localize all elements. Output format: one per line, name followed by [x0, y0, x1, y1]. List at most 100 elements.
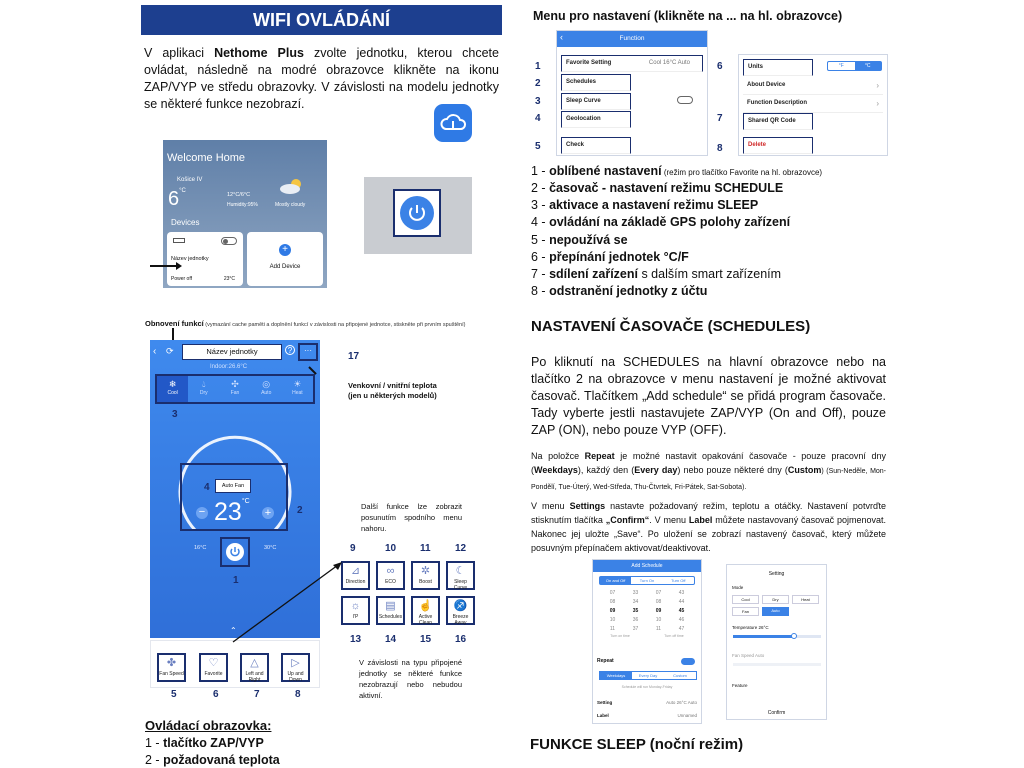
sleep-heading: FUNKCE SLEEP (noční režim): [530, 736, 744, 753]
settings-row-units-label: Units: [748, 64, 763, 70]
callout-15: 15: [420, 634, 432, 645]
settings-row-units[interactable]: Units: [743, 59, 813, 76]
tile-eco[interactable]: ∞ECO: [376, 561, 405, 590]
fan-mode-label[interactable]: Auto Fan: [221, 483, 245, 489]
tile-fan-speed[interactable]: ✤Fan Speed: [157, 653, 186, 682]
units-toggle[interactable]: °F °C: [827, 61, 882, 71]
refresh-note-rest: (vymazání cache paměti a doplnění funkcí…: [203, 322, 466, 328]
direction-icon: ⊿: [350, 565, 361, 577]
tile-boost-label: Boost: [419, 579, 432, 585]
tile-sleep-curve[interactable]: ☾Sleep Curve: [446, 561, 475, 591]
temp-control-box: Auto Fan − 23°C +: [180, 463, 288, 531]
mode-dry[interactable]: 💧︎Dry: [188, 376, 219, 402]
mode-auto[interactable]: ◎Auto: [251, 376, 282, 402]
list-item-4-bold: ovládání na základě GPS polohy zařízení: [549, 215, 791, 229]
repeat-toggle[interactable]: [681, 658, 695, 665]
list-item-8: 8 - odstranění jednotky z účtu: [531, 284, 707, 298]
sched-p2-e: ) (Sun-Neděle, Mon-Pondělí, Tue-Úterý, W…: [531, 468, 887, 491]
power-icon[interactable]: [226, 543, 244, 561]
callout-11: 11: [420, 543, 431, 554]
repeat-every-day[interactable]: Every Day: [638, 673, 658, 678]
refresh-icon[interactable]: ⟳: [166, 346, 174, 356]
sched-p3-d: můžete nastavovaný časovač pojmenovat. N…: [531, 515, 886, 553]
more-icon[interactable]: ···: [304, 346, 312, 355]
settings-row-qr[interactable]: Shared QR Code: [743, 113, 813, 130]
set-temp: 23°C: [214, 498, 250, 527]
list-item-1: 1 - oblíbené nastavení (režim pro tlačít…: [531, 164, 822, 178]
temperature-slider[interactable]: [733, 633, 821, 639]
tile-schedules[interactable]: ▤Schedules: [376, 596, 405, 625]
setting-mode-fan[interactable]: Fan: [732, 607, 759, 616]
tile-favorite[interactable]: ♡Favorite: [199, 653, 228, 682]
units-f[interactable]: °F: [838, 63, 844, 69]
repeat-weekdays[interactable]: Weekdays: [600, 672, 632, 679]
temperature-slider-thumb[interactable]: [791, 633, 797, 639]
more-menu-box[interactable]: ···: [298, 343, 318, 361]
tile-up-down[interactable]: ▷Up and Down: [281, 653, 310, 683]
sleep-toggle[interactable]: [677, 96, 693, 104]
setting-mode-auto[interactable]: Auto: [762, 607, 789, 616]
fan-speed-slider[interactable]: [733, 663, 821, 666]
tab-turn-off[interactable]: Turn Off: [671, 578, 686, 583]
mode-fan[interactable]: ✣Fan: [219, 376, 250, 402]
intro-text-1: V aplikaci: [144, 46, 215, 60]
auto-icon: ◎: [262, 379, 271, 389]
repeat-custom[interactable]: Custom: [673, 673, 687, 678]
feature-label: Feature: [732, 683, 748, 688]
tile-direction[interactable]: ⊿Direction: [341, 561, 370, 590]
function-row-check[interactable]: Check: [561, 137, 631, 154]
list-item-7-bold: sdílení zařízení: [549, 267, 638, 281]
max-temp: 30°C: [264, 545, 277, 551]
device-card[interactable]: Název jednotky Power off 23°C: [167, 232, 243, 286]
tile-boost[interactable]: ✲Boost: [411, 561, 440, 590]
list-item-8-bold: odstranění jednotky z účtu: [549, 284, 708, 298]
function-row-sleep[interactable]: Sleep Curve: [561, 93, 631, 110]
min-temp: 16°C: [194, 545, 207, 551]
add-device-card[interactable]: + Add Device: [247, 232, 323, 286]
back-icon[interactable]: ‹: [153, 346, 157, 357]
turn-on-time-label: Turn on time: [610, 634, 630, 638]
tile-active-clean[interactable]: ☝Active Clean: [411, 596, 440, 626]
setting-mode-heat[interactable]: Heat: [792, 595, 819, 604]
swipe-up-icon[interactable]: ⌃: [230, 626, 237, 635]
tile-left-right[interactable]: △Left and Right: [240, 653, 269, 683]
intro-paragraph: V aplikaci Nethome Plus zvolte jednotku,…: [144, 45, 499, 113]
function-row-geolocation[interactable]: Geolocation: [561, 111, 631, 128]
help-icon[interactable]: ?: [285, 345, 295, 355]
function-row-schedules[interactable]: Schedules: [561, 74, 631, 91]
power-button-icon[interactable]: [400, 196, 434, 230]
minus-button[interactable]: −: [196, 507, 208, 519]
add-schedule-header: Add Schedule: [593, 560, 701, 572]
tab-on-and-off[interactable]: On and Off: [600, 577, 632, 584]
setting-mode-dry[interactable]: Dry: [762, 595, 789, 604]
settings-row-description[interactable]: Function Description›: [743, 96, 883, 113]
function-header: ‹ Function: [557, 31, 707, 47]
mode-cool[interactable]: ❄Cool: [157, 376, 189, 402]
device-power-toggle[interactable]: [221, 237, 237, 245]
settings-row-delete[interactable]: Delete: [743, 137, 813, 154]
setting-mode-cool[interactable]: Cool: [732, 595, 759, 604]
unit-name: Název jednotky: [206, 347, 258, 356]
setting-confirm[interactable]: Confirm: [767, 710, 786, 716]
chevron-right-icon: ›: [876, 81, 879, 90]
mode-heat[interactable]: ☀Heat: [282, 376, 313, 402]
sched-p2-b: je možné nastavit opakování časovače - p…: [531, 451, 886, 475]
tab-turn-on[interactable]: Turn On: [639, 578, 655, 583]
function-back-icon[interactable]: ‹: [560, 32, 563, 42]
units-c[interactable]: °C: [854, 62, 881, 70]
tile-breeze-away[interactable]: ♐Breeze Away: [446, 596, 475, 626]
callout-12: 12: [455, 543, 467, 554]
settings-row-about[interactable]: About Device›: [743, 78, 883, 95]
callout-9: 9: [350, 543, 356, 554]
banner-title: WIFI OVLÁDÁNÍ: [253, 10, 390, 30]
tile-ip[interactable]: ☼I'P: [341, 596, 370, 625]
plus-button[interactable]: +: [262, 507, 274, 519]
